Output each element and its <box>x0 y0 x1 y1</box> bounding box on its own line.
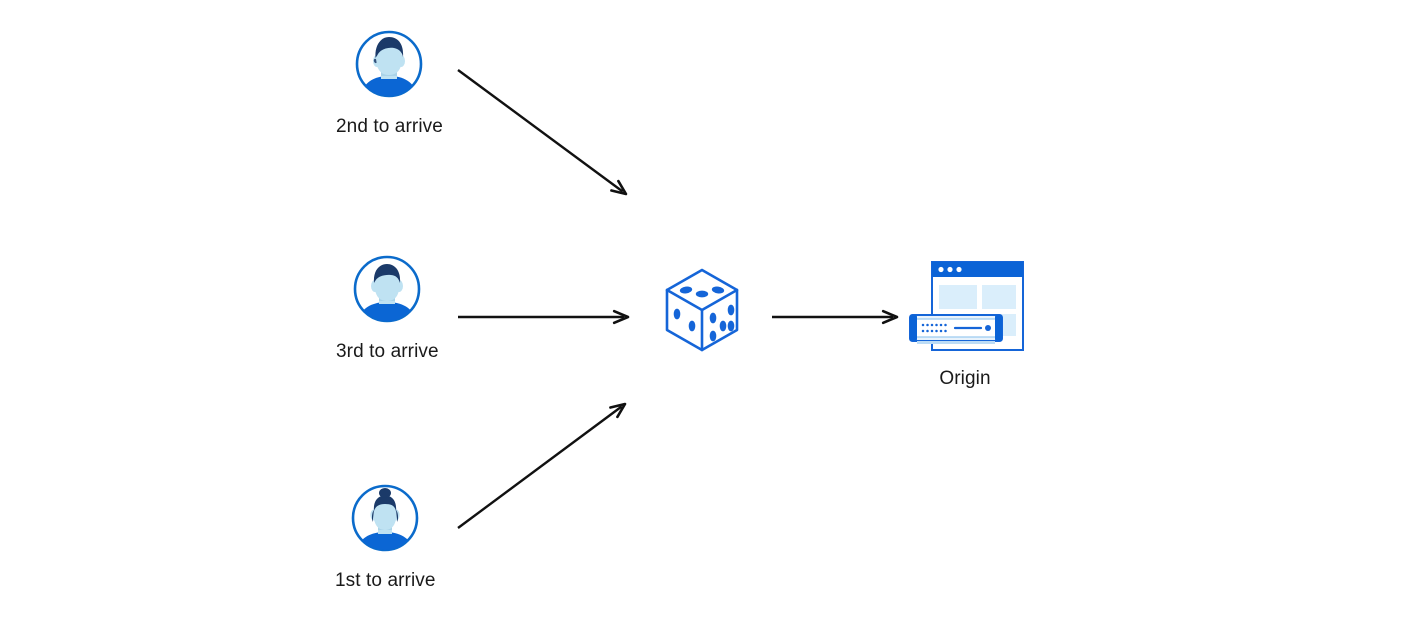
client-node-1st[interactable]: 1st to arrive <box>335 482 436 592</box>
arrow-1st-to-dice <box>457 402 627 529</box>
client-node-2nd[interactable]: 2nd to arrive <box>336 28 443 138</box>
origin-label: Origin <box>939 368 991 389</box>
origin-server-browser-icon <box>905 260 1025 356</box>
client-label-3rd: 3rd to arrive <box>336 341 439 362</box>
dice-icon <box>661 264 743 356</box>
client-node-3rd[interactable]: 3rd to arrive <box>336 253 439 363</box>
arrow-3rd-to-dice <box>458 309 630 325</box>
female-bun-hair-avatar-icon <box>349 482 421 554</box>
client-label-1st: 1st to arrive <box>335 570 436 591</box>
load-balancer-node[interactable] <box>661 264 743 356</box>
origin-node[interactable]: Origin <box>905 260 1025 390</box>
client-label-2nd: 2nd to arrive <box>336 116 443 137</box>
arrow-dice-to-origin <box>772 309 899 325</box>
arrow-2nd-to-dice <box>457 69 628 196</box>
male-short-hair-avatar-icon <box>351 253 423 325</box>
male-short-hair-avatar-icon <box>353 28 425 100</box>
